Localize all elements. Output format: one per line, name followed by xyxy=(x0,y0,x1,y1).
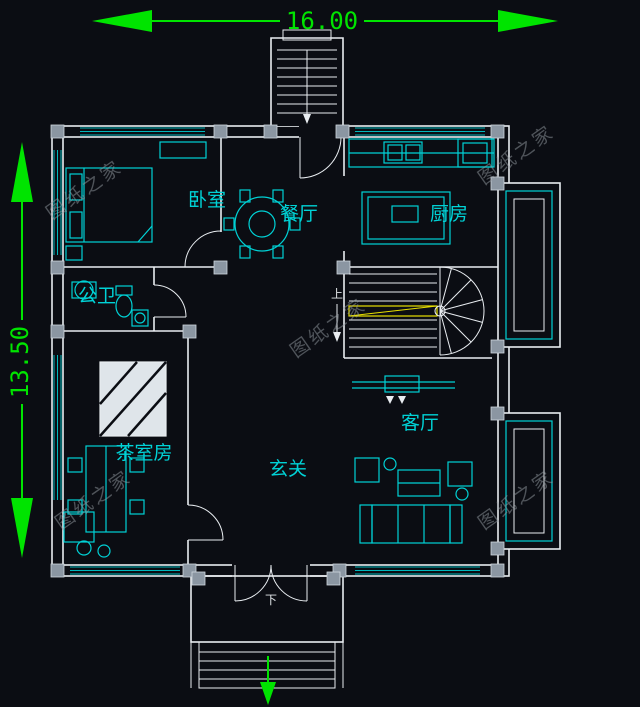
entry-door xyxy=(299,136,342,179)
washer xyxy=(131,309,149,327)
bay-window-top xyxy=(497,182,561,348)
side-chair xyxy=(447,461,473,487)
tearoom-label: 茶室房 xyxy=(115,442,172,464)
dimension-arrow-up-icon xyxy=(11,142,33,202)
kitchen-island xyxy=(361,191,451,245)
left-dimension-label: 13.50 xyxy=(6,326,34,398)
dimension-arrow-right-icon xyxy=(498,10,558,32)
dresser xyxy=(159,141,207,159)
bay-window-bottom xyxy=(497,412,561,550)
dining-label: 餐厅 xyxy=(280,203,318,225)
sofa xyxy=(371,504,451,544)
bedroom-furniture xyxy=(65,141,207,261)
bathroom-fixtures xyxy=(71,280,149,327)
desk xyxy=(63,511,95,543)
kitchen-fixtures xyxy=(348,138,495,245)
south-arrow-icon xyxy=(260,656,276,705)
entry-stair-tower xyxy=(270,29,344,137)
bed xyxy=(65,167,153,243)
fridge xyxy=(457,138,493,168)
interior-staircase: 上 xyxy=(331,266,485,356)
bathroom-label: 公卫 xyxy=(78,285,116,307)
dimension-left: 13.50 xyxy=(6,142,34,558)
side-table xyxy=(455,487,469,501)
window-symbols xyxy=(53,127,485,575)
dimension-arrow-left-icon xyxy=(92,10,152,32)
interior-doors xyxy=(153,230,224,541)
stair-direction-arrow-icon xyxy=(303,114,311,124)
bathroom-sink xyxy=(71,281,97,299)
entry-double-door: 下 xyxy=(234,564,308,607)
floor-lamp xyxy=(383,457,397,471)
dimension-top: 16.00 xyxy=(92,7,558,35)
tv-console xyxy=(384,375,420,393)
kitchen-sink xyxy=(383,141,423,164)
tearoom-furniture xyxy=(63,361,167,558)
dining-table xyxy=(223,189,301,259)
toilet xyxy=(115,285,133,296)
watermark-text: 图纸之家 xyxy=(286,294,371,363)
armchair xyxy=(354,457,380,483)
foyer-label: 玄关 xyxy=(269,458,307,480)
living-room-furniture xyxy=(352,375,473,544)
kitchen-label: 厨房 xyxy=(430,203,468,225)
stair-landing-highlight xyxy=(348,305,438,317)
dimension-arrow-down-icon xyxy=(11,498,33,558)
living-label: 客厅 xyxy=(401,412,439,434)
bedroom-label: 卧室 xyxy=(188,189,226,211)
room-labels: 卧室 餐厅 厨房 公卫 茶室房 客厅 玄关 xyxy=(78,189,468,480)
stair-down-label: 下 xyxy=(265,593,277,607)
top-dimension-label: 16.00 xyxy=(286,7,358,35)
structural-columns xyxy=(50,124,505,586)
interior-walls xyxy=(63,137,498,565)
stair-up-label: 上 xyxy=(331,287,343,301)
stair-up-arrow-icon xyxy=(333,332,341,342)
nightstand xyxy=(65,245,83,261)
